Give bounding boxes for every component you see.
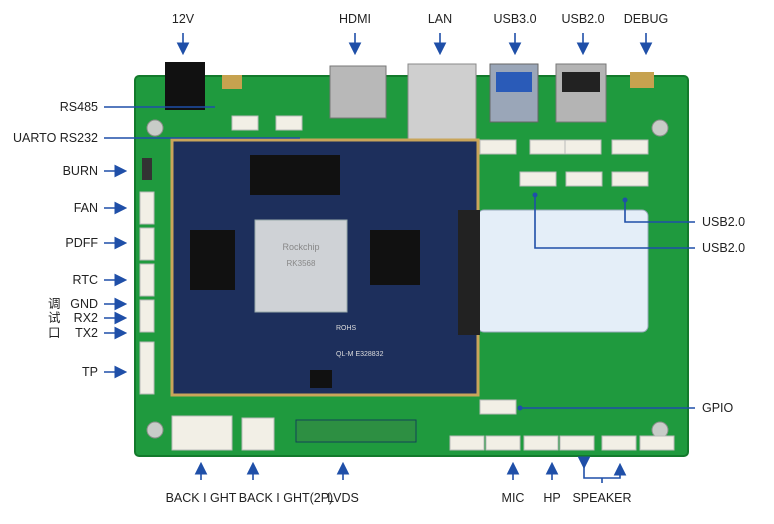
label-hdmi: HDMI xyxy=(339,12,371,26)
burn-button xyxy=(142,158,152,180)
label-lan: LAN xyxy=(427,12,453,26)
label-gpio: GPIO xyxy=(702,401,734,415)
label-usb3: USB3.0 xyxy=(493,12,537,26)
micro-usb xyxy=(222,75,242,89)
label-tp: TP xyxy=(82,365,98,379)
label-gnd: GND xyxy=(70,297,98,311)
svg-text:ROHS: ROHS xyxy=(336,325,357,332)
label-tx2: TX2 xyxy=(75,326,98,340)
hdmi-port xyxy=(329,65,387,119)
label-debug-port-cn-2: 试 xyxy=(48,311,61,325)
label-debug-port-cn-1: 调 xyxy=(48,297,61,311)
svg-text:Rockchip: Rockchip xyxy=(282,242,319,252)
dc-jack-12v xyxy=(165,62,205,110)
label-rx2: RX2 xyxy=(73,311,98,325)
label-debug-port-cn-3: 口 xyxy=(48,326,61,340)
label-lvds: LVDS xyxy=(327,491,359,505)
lvds-connector xyxy=(295,419,417,443)
label-mic: MIC xyxy=(501,491,525,505)
svg-text:QL-M E328832: QL-M E328832 xyxy=(336,351,384,358)
debug-usb xyxy=(630,72,654,88)
label-fan: FAN xyxy=(73,201,98,215)
svg-text:RK3568: RK3568 xyxy=(287,259,316,268)
label-backlight-2p: BACK I GHT(2P) xyxy=(238,491,334,505)
label-rs485: RS485 xyxy=(59,100,98,114)
label-usb2-top: USB2.0 xyxy=(561,12,605,26)
label-backlight: BACK I GHT xyxy=(165,491,237,505)
label-pdff: PDFF xyxy=(65,236,98,250)
label-hp: HP xyxy=(543,491,561,505)
soc-chip xyxy=(254,219,348,313)
label-usb2-b: USB2.0 xyxy=(702,241,746,255)
label-rtc: RTC xyxy=(72,273,98,287)
label-uart0-rs232: UARTO RS232 xyxy=(13,131,98,145)
label-12v: 12V xyxy=(171,12,195,26)
fpc-ribbon xyxy=(477,209,649,333)
label-usb2-a: USB2.0 xyxy=(702,215,746,229)
label-debug: DEBUG xyxy=(623,12,669,26)
label-speaker: SPEAKER xyxy=(572,491,632,505)
label-burn: BURN xyxy=(62,164,98,178)
